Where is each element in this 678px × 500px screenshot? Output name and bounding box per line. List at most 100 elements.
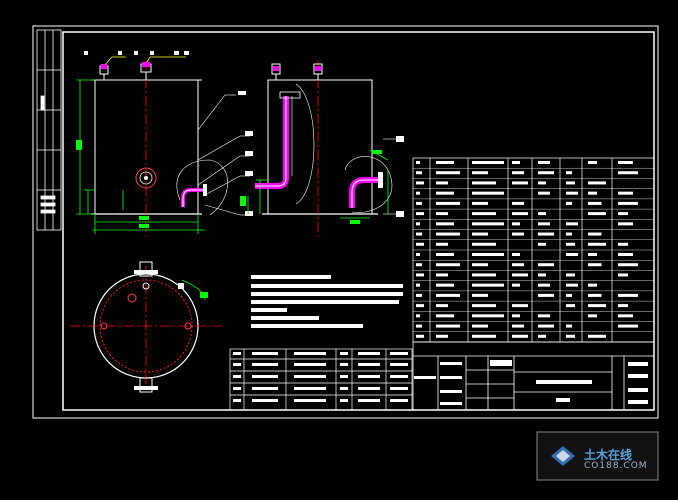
table-cell-mark [538,232,554,236]
table-cell-mark [618,324,638,328]
table-cell-mark [566,283,578,287]
bom-cell-mark [358,352,380,355]
table-cell-mark [566,324,572,328]
table-cell-mark [618,171,638,175]
table-cell-mark [566,304,575,308]
table-cell-mark [472,171,488,175]
bom-cell-marks [233,352,408,402]
table-cell-mark [538,263,554,267]
table-cell-mark [566,253,578,256]
table-cell-mark [472,191,504,195]
table-cell-mark [416,201,422,205]
table-cell-mark [416,283,420,287]
table-cell-mark [588,253,597,256]
table-cell-mark [538,222,550,226]
bom-cell-mark [294,375,326,378]
bom-cell-mark [390,363,408,366]
table-cell-mark [512,273,528,277]
leader-lines [176,94,250,216]
table-cell-mark [588,304,606,308]
binding-strip [36,29,62,231]
table-cell-mark [538,314,550,318]
table-cell-mark [512,253,520,256]
table-cell-mark [588,314,597,318]
table-cell-mark [512,304,528,308]
table-cell-mark [416,304,424,308]
table-cell-mark [436,253,454,256]
sheet-outer-frame [32,25,659,419]
table-cell-mark [588,293,602,297]
table-cell-mark [512,201,524,205]
table-cell-mark [566,181,575,185]
bill-of-materials [229,348,413,411]
table-cell-mark [538,293,554,297]
table-cell-mark [618,222,633,226]
bom-cell-mark [233,375,241,378]
table-cell-mark [416,324,422,328]
table-cell-mark [512,222,520,226]
table-cell-mark [436,181,448,185]
table-cell-mark [566,171,572,175]
table-cell-mark [416,263,422,267]
bom-cell-mark [252,387,278,390]
table-cell-mark [436,334,448,338]
table-cell-mark [512,171,524,175]
table-cell-mark [618,263,638,267]
front-elevation-view [76,51,205,236]
table-cell-mark [512,283,520,287]
table-cell-mark [618,191,633,195]
table-cell-mark [512,263,524,267]
table-cell-mark [618,304,628,308]
side-outlet-elbow [340,136,404,224]
table-cell-mark [472,253,504,256]
bom-cell-mark [358,387,380,390]
table-cell-mark [472,232,488,236]
table-cell-mark [416,222,420,226]
table-cell-mark [512,181,528,185]
bom-cell-mark [233,363,241,366]
table-cell-mark [416,314,420,318]
table-cell-mark [538,191,550,195]
table-cell-mark [538,212,546,216]
table-cell-mark [618,242,628,246]
table-cell-mark [566,191,578,195]
table-cell-mark [512,334,528,338]
watermark-box [536,431,659,481]
table-cell-mark [416,334,424,338]
table-cell-mark [588,191,597,195]
table-cell-mark [416,181,424,185]
bom-cell-mark [233,352,241,355]
table-cell-mark [588,232,602,236]
table-cell-mark [416,212,424,216]
bom-cell-mark [340,363,348,366]
bom-cell-mark [294,387,326,390]
table-cell-mark [472,161,504,164]
bom-cell-mark [340,399,348,402]
table-cell-mark [436,171,460,175]
table-cell-mark [416,253,420,256]
table-cell-mark [436,222,454,226]
table-cell-mark [538,283,550,287]
table-cell-mark [588,161,597,164]
table-cell-mark [618,273,628,277]
table-cell-mark [436,304,448,308]
table-cell-mark [472,273,496,277]
table-cell-mark [436,191,454,195]
table-cell-mark [538,171,554,175]
table-cell-mark [472,314,504,318]
bom-cell-mark [390,375,408,378]
table-cell-mark [472,242,496,246]
bom-cell-mark [252,352,278,355]
table-cell-mark [416,171,422,175]
side-elevation-view [240,60,378,236]
table-cell-mark [436,212,448,216]
table-cell-mark [472,304,496,308]
table-cell-mark [566,222,578,226]
bom-cell-mark [390,387,408,390]
table-cell-mark [472,324,488,328]
table-cell-mark [436,242,448,246]
bom-cell-mark [390,399,408,402]
table-cell-mark [618,293,638,297]
table-cell-mark [566,201,572,205]
table-cell-mark [512,324,524,328]
